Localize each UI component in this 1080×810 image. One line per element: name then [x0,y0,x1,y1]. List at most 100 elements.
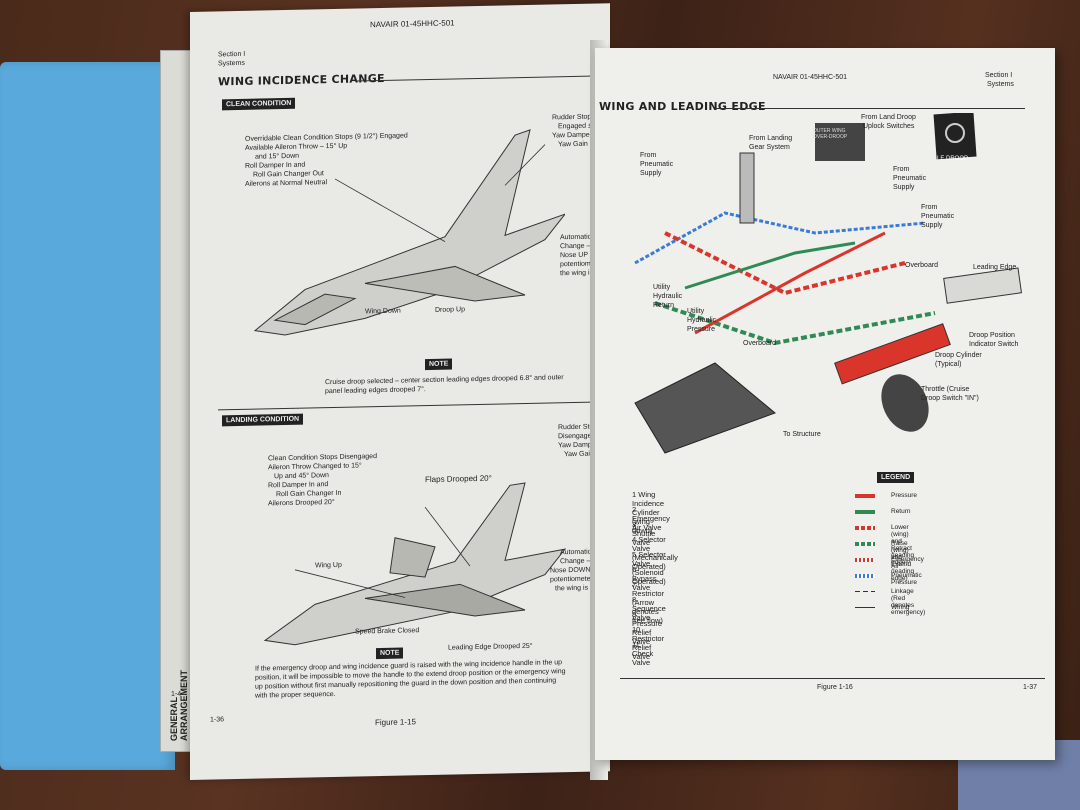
label-utility: Utility [653,284,671,291]
label-from: From [921,204,938,211]
hydraulic-schematic [634,113,1023,454]
label-pneumatic: Pneumatic [640,161,674,168]
note1-line: Cruise droop selected – center section l… [325,374,564,387]
legend-swatch [855,494,875,498]
wing-down-label: Wing Down [365,307,401,316]
le-droop-label: LE DROOP [937,156,969,162]
label-indicator-switch: Indicator Switch [969,341,1019,348]
label-overboard-2: Overboard [743,340,777,347]
right-figure-caption: Figure 1-16 [817,684,853,691]
label-droop-cylinder: Droop Cylinder [935,352,982,359]
landing-line: Clean Condition Stops Disengaged [268,453,377,463]
title-rule [355,75,595,82]
speed-brake-label: Speed Brake Closed [355,627,420,636]
aircraft-clean-illustration [253,129,565,336]
label-typical: (Typical) [935,361,962,368]
label-utility: Utility [687,308,705,315]
legend-swatch [855,558,875,562]
landing-condition-box: LANDING CONDITION [222,413,304,427]
label-droop-position: Droop Position [969,332,1015,339]
legend-title: LEGEND [877,472,915,483]
label-pressure: Pressure [687,326,716,333]
panel-text: OUTER WING OVER-DROOP [813,128,848,140]
over-droop-panel [815,123,865,161]
list-item: 2 Emergency Air Valve [632,505,670,532]
list-item: 7 Restrictor (Arrow denotes free flow) [632,580,665,625]
list-item: 5 Selector Valve (Solenoid Operated) [632,550,666,586]
legend-label: Return [891,508,911,515]
legend: Pressure Return Lower (wing) and Retract… [855,492,1045,622]
legend-label: Wiring [891,604,910,611]
left-figure-caption: Figure 1-15 [375,717,416,728]
legend-label: Pressure [891,492,918,499]
label-return: Return [653,302,675,309]
note2-line: with the proper sequence. [255,690,336,700]
label-leading-edge: Leading Edge [973,264,1017,271]
list-item: 11 Check Valve [632,640,654,667]
left-section-sub: Systems [218,59,245,68]
bottom-rule [620,678,1045,679]
general-arrangement-label: GENERAL ARRANGEMENT [169,670,189,741]
section-rule [218,401,598,411]
clean-condition-box: CLEAN CONDITION [222,97,296,111]
left-section: Section I [218,50,246,59]
legend-label: Raise (wing) and Extend (leading edge) [891,540,915,582]
right-title: WING AND LEADING EDGE [599,100,766,113]
legend-swatch [855,607,875,608]
list-item: 8 Sequence Valve [632,595,666,622]
landing-line: Aileron Throw Changed to 15° [268,462,362,472]
note-box-1: NOTE [425,358,453,371]
label-throttle: Throttle (Cruise [921,386,970,393]
left-header: NAVAIR 01-45HHC-501 [370,18,455,30]
right-page-number: 1-37 [1023,684,1038,691]
label-pneumatic: Pneumatic [921,213,955,220]
label-from: From [893,166,910,173]
label-hydraulic: Hydraulic [653,293,683,300]
list-item: 3 Shuttle Valve [632,520,656,547]
list-item: 4 Selector Valve (Mechanically Operated) [632,535,678,571]
label-uplock-switches: Uplock Switches [863,123,915,130]
right-section-sub: Systems [987,81,1014,88]
label-gear-system: Gear System [749,144,790,151]
throttle-grip [881,374,929,432]
legend-label: Pneumatic Pressure [891,572,922,586]
blue-folder [0,62,175,770]
leading-edge-label: Leading Edge Drooped 25° [448,642,533,652]
label-supply: Supply [893,184,915,191]
legend-swatch [855,591,875,592]
label-supply: Supply [921,222,943,229]
label-from-landing: From Landing [749,135,793,142]
note1-line: panel leading edges drooped 7°. [325,386,426,396]
aircraft-landing-illustration [263,482,567,646]
right-title-rule [715,108,1025,109]
right-page: NAVAIR 01-45HHC-501 Section I Systems WI… [595,48,1055,760]
right-section: Section I [985,72,1013,79]
note-box-2: NOTE [376,647,404,660]
legend-swatch [855,510,875,514]
le-droop-indicator [933,113,977,160]
legend-label: Lower (wing) and Retract (leading edge) [891,524,915,566]
label-from-land-droop: From Land Droop [861,114,916,121]
list-item: 1 Wing Incidence Cylinder (wing down) [632,490,665,535]
left-page-number: 1-36 [210,716,225,724]
label-pneumatic: Pneumatic [893,175,927,182]
droop-up-label: Droop Up [435,306,465,314]
label-to-structure: To Structure [783,431,821,438]
list-item: 10 Restrictor Relief Valve [632,625,665,661]
list-item: 9 Pressure Relief Valve [632,610,663,646]
legend-swatch [855,574,875,578]
label-overboard-1: Overboard [905,262,939,269]
droop-cylinder [834,323,951,385]
label-supply: Supply [640,170,662,177]
wing-up-label: Wing Up [315,561,342,570]
legend-swatch [855,542,875,546]
left-page: NAVAIR 01-45HHC-501 Section I Systems WI… [190,3,617,780]
label-hydraulic: Hydraulic [687,317,717,324]
under-page-number: 1-4 [171,691,182,698]
right-header: NAVAIR 01-45HHC-501 [773,74,848,81]
legend-swatch [855,526,875,530]
legend-label: Linkage (Red denotes emergency) [891,588,926,616]
legend-label: Emergency Air [891,556,924,570]
label-cruise-droop-switch: Droop Switch "IN") [921,395,979,402]
list-item: 6 Bypass Valve [632,565,657,592]
